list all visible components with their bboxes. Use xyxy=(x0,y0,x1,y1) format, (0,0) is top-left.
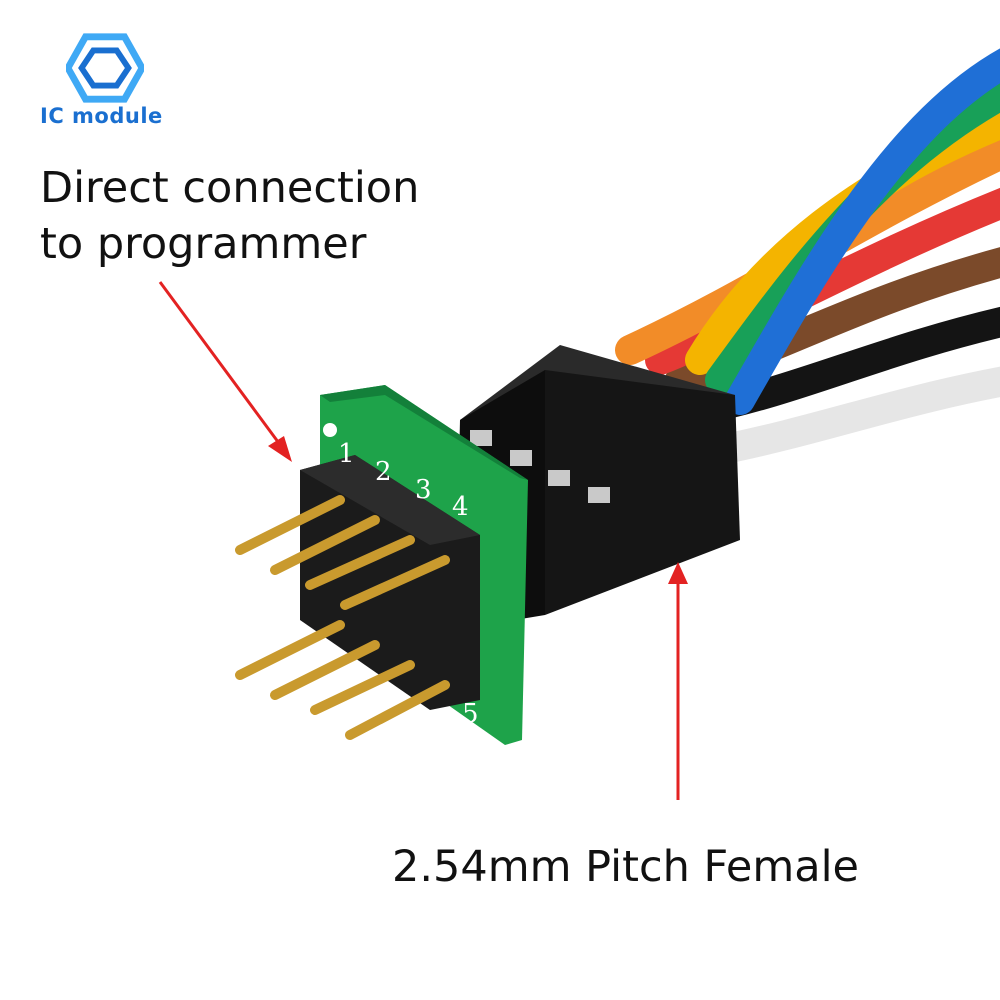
wire-white xyxy=(705,366,1000,465)
brand-name: IC module xyxy=(40,104,163,128)
pin-label-3: 3 xyxy=(415,475,432,505)
pin-label-1: 1 xyxy=(338,439,355,469)
wire-yellow xyxy=(685,107,1000,375)
annotation-arrows xyxy=(158,281,688,800)
pin-label-2: 2 xyxy=(375,457,392,487)
gold-pins xyxy=(235,495,450,740)
caption-female-pitch: 2.54mm Pitch Female xyxy=(392,842,860,892)
pcb-labels: 1 2 3 4 5 xyxy=(338,439,479,729)
wire-blue xyxy=(725,48,1000,415)
caption-programmer: Direct connection to programmer xyxy=(40,160,419,272)
brand-logo: IC module xyxy=(40,32,180,142)
wire-bundle xyxy=(615,48,1000,465)
arrow-head-female xyxy=(668,562,688,584)
pin-label-5: 5 xyxy=(462,699,479,729)
pin-label-4: 4 xyxy=(452,492,469,522)
arrow-to-programmer xyxy=(158,281,286,451)
hexagon-logo-icon xyxy=(66,33,144,103)
arrow-head-programmer xyxy=(268,436,292,462)
caption-programmer-line1: Direct connection xyxy=(40,163,420,213)
caption-programmer-line2: to programmer xyxy=(40,219,367,269)
